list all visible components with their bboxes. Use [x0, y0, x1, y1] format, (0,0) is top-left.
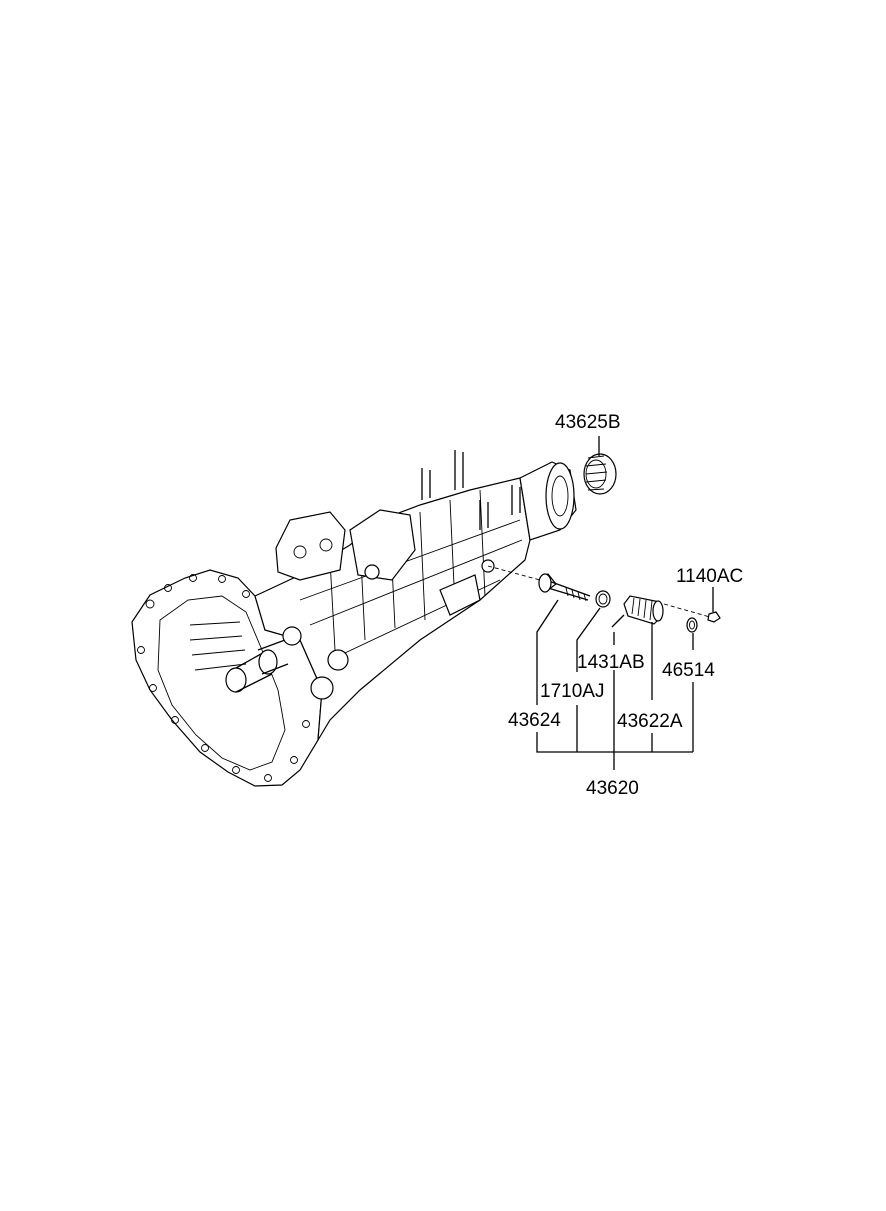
pin-1431AB	[611, 614, 625, 628]
label-1140AC: 1140AC	[676, 566, 743, 587]
label-1710AJ: 1710AJ	[540, 681, 604, 702]
sleeve-43624	[538, 573, 591, 602]
label-43625B: 43625B	[555, 412, 621, 433]
assembly-leader-line	[487, 565, 541, 581]
gear-43622A	[623, 595, 664, 625]
seal-46514	[686, 617, 698, 633]
label-43620: 43620	[586, 778, 639, 799]
seal-43625B	[583, 436, 617, 495]
bolt-1140AC	[707, 587, 721, 623]
callout-lines	[536, 599, 694, 770]
assembly-leader-line-2	[663, 603, 711, 618]
label-43622A: 43622A	[617, 711, 683, 732]
label-1431AB: 1431AB	[577, 652, 645, 673]
oring-1710AJ	[595, 590, 611, 608]
transmission-assembly	[131, 450, 577, 787]
label-43624: 43624	[508, 710, 561, 731]
label-46514: 46514	[662, 660, 715, 681]
